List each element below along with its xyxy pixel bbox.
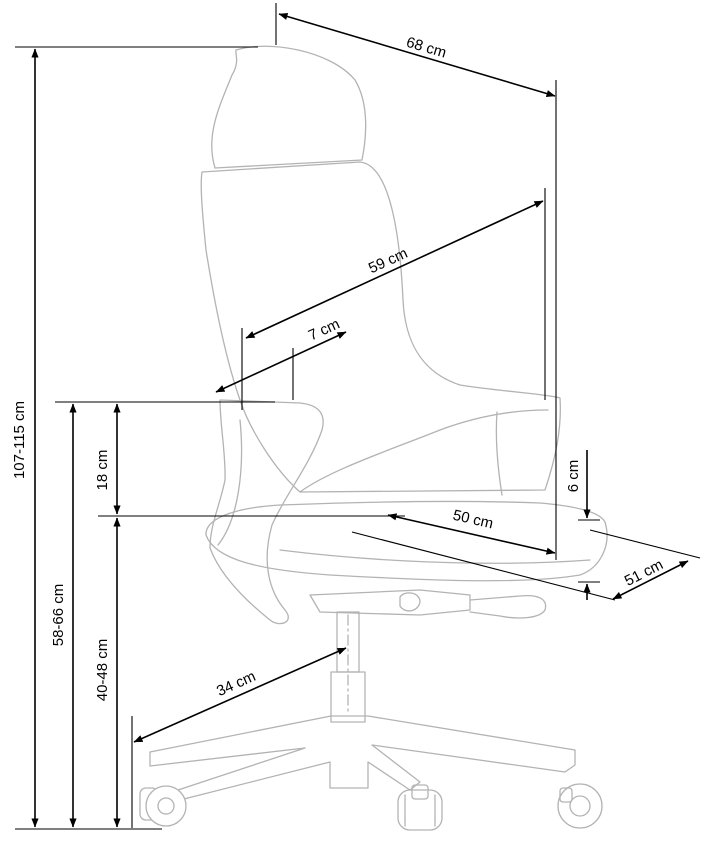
dim-line-base-radius	[133, 647, 347, 743]
label-total-height: 107-115 cm	[11, 401, 28, 479]
dim-line-backrest-height	[245, 200, 544, 339]
label-armrest-floor-height: 58-66 cm	[50, 584, 67, 647]
star-base	[149, 715, 576, 801]
backrest-inner-curve	[299, 409, 549, 493]
dimension-labels: 68 cm 59 cm 7 cm 107-115 cm 58-66 cm 18 …	[11, 34, 666, 702]
label-seat-depth: 50 cm	[451, 507, 495, 533]
chair-drawing	[139, 45, 608, 831]
backrest-outline	[200, 161, 561, 493]
label-armrest-width: 7 cm	[306, 315, 343, 344]
dim-line-backrest-width	[278, 12, 556, 98]
adjustment-lever	[469, 594, 547, 619]
label-seat-height: 40-48 cm	[94, 639, 111, 702]
armrest-support	[217, 419, 243, 546]
dim-line-seat-depth	[387, 513, 556, 555]
dimension-arrows	[31, 12, 689, 828]
seat-mechanism	[309, 589, 471, 616]
seat-cushion-outline	[205, 500, 608, 582]
caster-left	[139, 785, 187, 827]
caster-right	[557, 783, 603, 829]
mechanism-knob	[399, 592, 421, 612]
armrest-outline	[209, 399, 324, 625]
label-seat-width: 51 cm	[622, 556, 666, 590]
headrest-outline	[211, 45, 367, 169]
dim-line-seat-width	[612, 560, 689, 600]
backrest-frame-line	[495, 411, 503, 496]
dim-line-armrest-width	[215, 331, 347, 393]
caster-front	[397, 784, 443, 831]
label-armrest-height: 18 cm	[94, 450, 111, 491]
seat-front-edge	[279, 549, 591, 564]
label-base-radius: 34 cm	[214, 668, 258, 700]
label-seat-thickness: 6 cm	[565, 460, 582, 493]
